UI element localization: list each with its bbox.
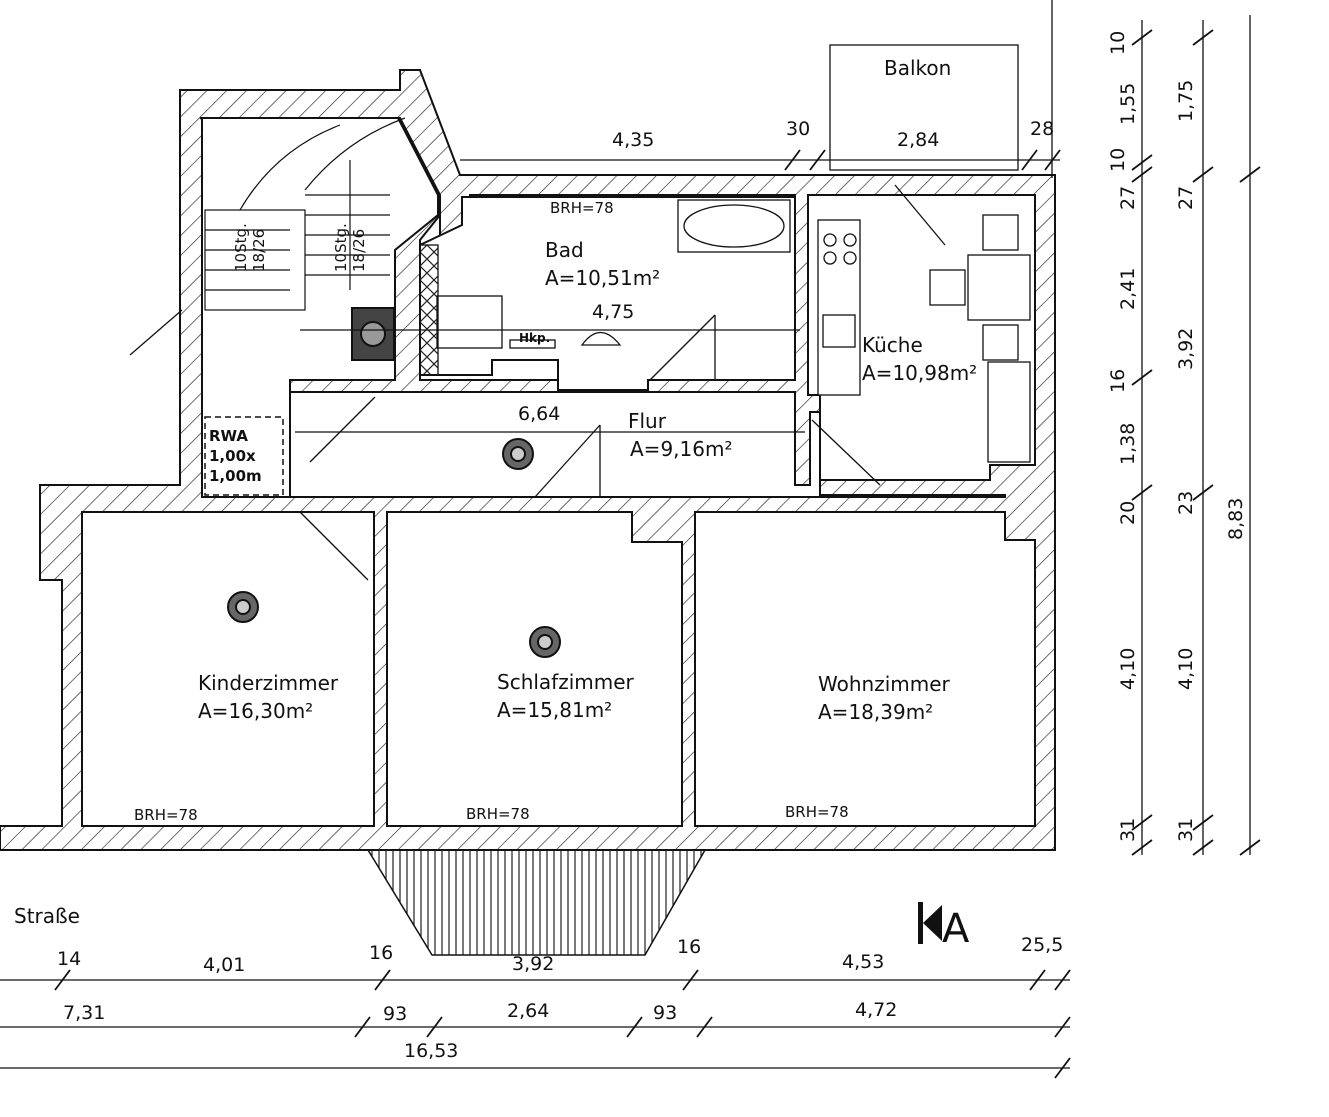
room-name-flur: Flur (628, 409, 667, 433)
dim-bottom-2-1: 7,31 (63, 1002, 105, 1024)
dim-bottom-2-4: 93 (653, 1002, 677, 1024)
street-label: Straße (14, 904, 80, 928)
dim-right-b-1: 1,75 (1175, 80, 1197, 122)
schlafzimmer-floor (386, 511, 683, 827)
dim-top-3: 2,84 (897, 129, 939, 151)
dim-bottom-1-4: 3,92 (512, 953, 554, 975)
stairs (204, 117, 406, 311)
dim-right-a-4: 27 (1117, 186, 1139, 210)
dim-right-a-10: 31 (1117, 818, 1139, 842)
dim-bottom-1-6: 4,53 (842, 951, 884, 973)
dim-right-a-9: 4,10 (1117, 648, 1139, 690)
dim-right-a-5: 2,41 (1117, 268, 1139, 310)
balcony-outline (829, 44, 1019, 171)
room-name-bad: Bad (545, 238, 584, 262)
bath-equipment (419, 199, 791, 376)
section-letter: A (942, 906, 970, 952)
dim-bottom-2-2: 93 (383, 1003, 407, 1025)
room-name-schlafzimmer: Schlafzimmer (497, 670, 635, 694)
dim-bottom-1-5: 16 (677, 936, 701, 958)
room-name-wohnzimmer: Wohnzimmer (818, 672, 951, 696)
room-area-kueche: A=10,98m² (862, 361, 977, 385)
dim-right-a-1: 10 (1107, 31, 1129, 55)
bay-window (366, 849, 707, 956)
dim-right-c-1: 8,83 (1225, 498, 1247, 540)
dim-bottom-2-3: 2,64 (507, 1000, 549, 1022)
brh-bad: BRH=78 (550, 199, 614, 217)
dim-top-1: 4,35 (612, 129, 654, 151)
room-area-flur: A=9,16m² (630, 437, 732, 461)
door-swings (129, 184, 946, 581)
room-area-bad: A=10,51m² (545, 266, 660, 290)
dim-right-a-7: 1,38 (1117, 423, 1139, 465)
stairs-left-count: 10Stg. (232, 223, 250, 272)
dim-bad-width: 4,75 (592, 301, 634, 323)
brh-schlafzimmer: BRH=78 (466, 805, 530, 823)
dimension-ticks (54, 29, 1261, 1079)
kinderzimmer-floor (81, 511, 375, 827)
hkp-label: Hkp. (519, 331, 550, 345)
dim-right-a-6: 16 (1107, 369, 1129, 393)
dim-bottom-1-7: 25,5 (1021, 934, 1063, 956)
dim-right-b-2: 27 (1175, 186, 1197, 210)
dim-top-4: 28 (1030, 118, 1054, 140)
rwa-label: RWA (209, 427, 248, 445)
room-area-wohnzimmer: A=18,39m² (818, 700, 933, 724)
stairs-right-count: 10Stg. (332, 223, 350, 272)
room-name-balkon: Balkon (884, 56, 951, 80)
dimension-lines (0, 0, 1251, 1069)
dim-bottom-2-5: 4,72 (855, 999, 897, 1021)
kitchen-equipment (817, 214, 1031, 463)
dim-right-b-4: 23 (1175, 491, 1197, 515)
dim-right-b-3: 3,92 (1175, 328, 1197, 370)
section-mark (918, 902, 942, 944)
room-name-kueche: Küche (862, 333, 923, 357)
dim-top-2: 30 (786, 118, 810, 140)
wohnzimmer-floor (694, 511, 1036, 827)
dim-right-a-3: 10 (1107, 148, 1129, 172)
rwa-box (204, 416, 284, 496)
dim-right-b-6: 31 (1175, 818, 1197, 842)
dim-flur-width: 6,64 (518, 403, 560, 425)
dim-right-a-2: 1,55 (1117, 83, 1139, 125)
dim-bottom-1-3: 16 (369, 942, 393, 964)
rwa-width: 1,00x (209, 447, 256, 465)
room-area-schlafzimmer: A=15,81m² (497, 698, 612, 722)
dim-bottom-1-1: 14 (57, 948, 81, 970)
stairs-left-ratio: 18/26 (250, 229, 268, 272)
chimney (351, 307, 395, 361)
room-name-kinderzimmer: Kinderzimmer (198, 671, 339, 695)
brh-kinderzimmer: BRH=78 (134, 806, 198, 824)
brh-wohnzimmer: BRH=78 (785, 803, 849, 821)
rwa-height: 1,00m (209, 467, 262, 485)
dim-bottom-1-2: 4,01 (203, 954, 245, 976)
dim-bottom-3-1: 16,53 (404, 1040, 458, 1062)
dim-right-a-8: 20 (1117, 501, 1139, 525)
room-area-kinderzimmer: A=16,30m² (198, 699, 313, 723)
ceiling-lights (227, 438, 561, 658)
dim-right-b-5: 4,10 (1175, 648, 1197, 690)
stairs-right-ratio: 18/26 (350, 229, 368, 272)
